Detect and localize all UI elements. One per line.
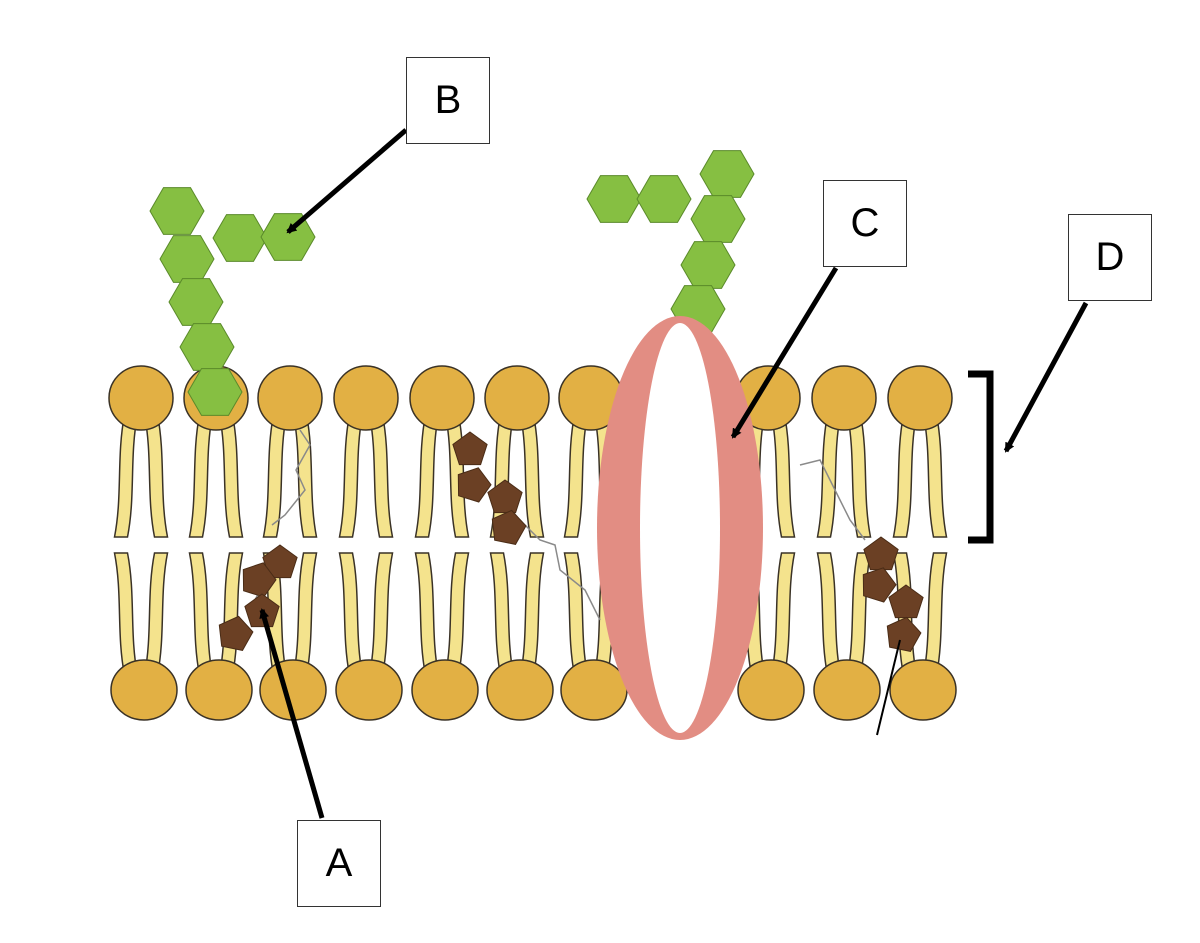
cholesterol-ring [886,616,922,652]
lipid-tail [113,414,139,538]
sugar-ring [187,368,243,416]
transmembrane-protein [597,316,763,740]
phospholipid-head [484,365,550,431]
phospholipid-head [108,365,174,431]
phospholipid-head [737,659,805,721]
lipid-tail [770,414,796,538]
lipid-tail [892,414,918,538]
lipid-tail [143,414,169,538]
lipid-tail [113,552,139,676]
lipid-tail [816,414,842,538]
lipid-tail [338,414,364,538]
phospholipid-head [889,659,957,721]
sugar-ring [260,213,316,261]
arrow-a [259,608,325,819]
lipid-tail [218,552,244,676]
carbohydrate-chains [149,150,755,416]
lipid-tail [218,414,244,538]
lipid-tail [816,552,842,676]
cholesterol-ring [487,479,523,514]
cholesterol-ring [862,567,897,603]
lipid-tail [846,414,872,538]
lipid-tail [414,414,440,538]
cholesterol-ring [262,544,298,579]
lipid-tail [846,552,872,676]
lipid-tail [292,552,318,676]
cholesterol-ring [491,509,527,545]
cholesterol-ring [457,467,492,503]
lipid-tail [563,414,589,538]
label-a: A [297,820,381,907]
cholesterol-ring [888,584,924,619]
phospholipid-head [813,659,881,721]
lipid-tail [922,552,948,676]
fatty-acid-line [799,459,866,541]
cholesterol-ring [863,536,899,571]
sugar-ring [699,150,755,198]
arrow-c [730,266,839,439]
lipid-tail [143,552,169,676]
sugar-ring [636,175,692,223]
lipid-tail [922,414,948,538]
cholesterol-molecules [218,431,924,652]
label-b: B [406,57,490,144]
cholesterol-ring [218,615,254,651]
protein-channel [640,323,720,733]
cholesterol-ring [242,562,277,598]
sugar-ring [179,323,235,371]
phospholipid-bilayer [108,365,957,721]
fatty-acid-line [519,519,601,621]
lipid-tail [338,552,364,676]
phospholipid-head [257,365,323,431]
lipid-tail [188,414,214,538]
phospholipid-head [486,659,554,721]
lipid-tail [519,414,545,538]
sugar-ring [680,241,736,289]
label-arrows [259,128,1089,819]
fatty-acid-line [271,429,311,526]
sugar-ring [586,175,642,223]
lipid-tail [770,552,796,676]
phospholipid-head [110,659,178,721]
phospholipid-head [560,659,628,721]
bilayer-bracket [968,370,994,544]
sugar-ring [212,214,268,262]
phospholipid-head [333,365,399,431]
phospholipid-head [335,659,403,721]
phospholipid-head [409,365,475,431]
arrow-d [1003,301,1089,453]
phospholipid-head [185,659,253,721]
pointer-line [876,639,901,736]
label-c: C [823,180,907,267]
lipid-tail [292,414,318,538]
lipid-tail [368,552,394,676]
label-d: D [1068,214,1152,301]
cholesterol-ring [452,431,488,466]
phospholipid-head [411,659,479,721]
lipid-tail [519,552,545,676]
sugar-ring [168,278,224,326]
sugar-ring [690,195,746,243]
phospholipid-head [887,365,953,431]
lipid-tail [368,414,394,538]
sugar-ring [159,235,215,283]
lipid-tail [262,414,288,538]
lipid-tail [489,552,515,676]
arrow-b [286,128,408,234]
lipid-tail [414,552,440,676]
lipid-tail [188,552,214,676]
phospholipid-head [811,365,877,431]
lipid-tail [444,552,470,676]
lipid-tail [563,552,589,676]
sugar-ring [149,187,205,235]
